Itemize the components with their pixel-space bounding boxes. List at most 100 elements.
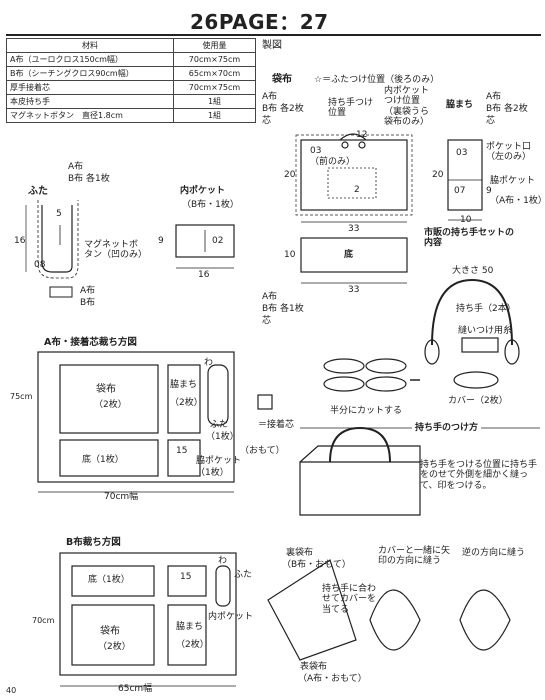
a-layout-wa: わ <box>204 358 214 368</box>
handle-set-size: 大きさ 50 <box>452 266 494 276</box>
b-layout-flap: ふた <box>234 570 253 580</box>
flap-magnet: マグネットボタン（凹のみ） <box>84 240 148 261</box>
handle-set-thread: 縫いつけ用糸 <box>458 326 513 336</box>
gusset-side-pocket: 脇ポケット <box>490 176 536 186</box>
flap-title: ふた <box>28 186 48 197</box>
a-layout-side-pocket-qty: （1枚） <box>196 468 229 478</box>
gusset-width: 10 <box>460 215 472 225</box>
a-layout-num15: 15 <box>176 446 188 456</box>
bag-body-front-only: （前のみ） <box>310 157 356 167</box>
header-rule <box>6 34 541 36</box>
a-fabric-layout <box>37 351 273 493</box>
bottom-width: 33 <box>348 285 360 295</box>
b-layout-bag: 袋布 <box>100 626 120 637</box>
b-layout-height: 70cm <box>32 616 55 625</box>
gusset-side-pocket-sub: （A布・1枚） <box>490 196 545 206</box>
gusset-b-fabric: B布 各2枚 <box>486 104 528 114</box>
bottom-shin: 芯 <box>262 316 272 326</box>
a-layout-gusset-qty: （2枚） <box>170 398 203 408</box>
sewing-instr1: 持ち手に合わせてカバーを当てる <box>322 584 377 615</box>
flap-b-fabric: B布 各1枚 <box>68 174 110 184</box>
sewing-instr3: 逆の方向に縫う <box>462 548 526 558</box>
bag-body-dim-height: 20 <box>284 170 296 180</box>
handle-set-title: 市販の持ち手セットの内容 <box>424 228 515 249</box>
b-layout-wa: わ <box>218 556 228 566</box>
handle-set-cut-half: 半分にカットする <box>330 406 403 416</box>
gusset-pocket-mouth: ポケット口（左のみ） <box>486 142 532 163</box>
a-layout-bag-qty: （2枚） <box>94 400 127 410</box>
table-row: A布（ユーロクロス150cm幅）70cm×75cm <box>6 52 256 67</box>
b-layout-bag-qty: （2枚） <box>98 642 131 652</box>
bottom-b-fabric: B布 各1枚 <box>262 304 304 314</box>
handle-set-illustration <box>323 278 520 392</box>
page-title: 26PAGE：27 <box>190 10 329 34</box>
material-name: マグネットボタン 直径1.8cm <box>6 108 174 123</box>
handle-set-handle: 持ち手（2本） <box>456 304 516 314</box>
bag-body-num2: 2 <box>354 185 360 195</box>
sewing-outer: 表袋布 <box>300 662 328 672</box>
gusset-a-fabric: A布 <box>486 92 502 102</box>
bottom-title: 底 <box>344 250 354 260</box>
inner-pocket-title: 内ポケット <box>180 186 226 196</box>
a-layout-flap: ふた <box>210 420 229 430</box>
bag-body-num12: 12 <box>356 130 368 140</box>
bag-body-pattern <box>295 133 413 223</box>
bag-body-dim-width: 33 <box>348 224 360 234</box>
sewing-illustrations <box>267 559 511 661</box>
gusset-pattern <box>447 139 483 221</box>
b-layout-inner-pocket: 内ポケット <box>208 612 254 622</box>
flap-pattern <box>25 200 79 298</box>
material-amount: 1組 <box>173 108 256 123</box>
bag-body-inner-pocket-pos: 内ポケットつけ位置（裏袋うら袋布のみ） <box>384 86 430 128</box>
bag-body-num03: 03 <box>310 146 322 156</box>
flap-a-label: A布 <box>80 286 96 296</box>
a-layout-gusset: 脇まち <box>170 380 198 390</box>
inner-pocket-mark: 02 <box>212 236 224 246</box>
bottom-height: 10 <box>284 250 296 260</box>
attach-title: 持ち手のつけ方 <box>412 423 482 434</box>
page-number: 40 <box>6 686 17 695</box>
gusset-num03: 03 <box>456 148 468 158</box>
sewing-lining-sub: （B布・おもて） <box>282 560 351 570</box>
b-layout-gusset-qty: （2枚） <box>176 640 209 650</box>
bottom-a-fabric: A布 <box>262 292 278 302</box>
gusset-shin: 芯 <box>486 116 496 126</box>
b-layout-title: B布裁ち方図 <box>66 537 121 548</box>
flap-b-label: B布 <box>80 298 96 308</box>
seizu-label: 製図 <box>262 40 282 51</box>
a-layout-width: 70cm幅 <box>104 492 139 502</box>
handle-set-cover: カバー（2枚） <box>448 396 508 406</box>
a-layout-shin-note: ＝接着芯 <box>258 420 295 430</box>
a-layout-adhesive-note: （おもて） <box>240 446 285 456</box>
page-header: 26PAGE：27 <box>0 4 545 36</box>
b-layout-bottom: 底（1枚） <box>88 575 130 585</box>
sewing-outer-sub: （A布・おもて） <box>298 674 367 684</box>
inner-pocket-dim-width: 16 <box>198 270 210 280</box>
b-fabric-layout <box>59 552 237 687</box>
bag-body-b-fabric: B布 各2枚 <box>262 104 304 114</box>
b-layout-gusset: 脇まち <box>176 622 204 632</box>
bag-body-shin: 芯 <box>262 116 272 126</box>
flap-dim-bottom: 08 <box>34 260 46 270</box>
sewing-lining: 裏袋布 <box>286 548 314 558</box>
a-layout-flap-qty: （1枚） <box>206 432 239 442</box>
a-layout-bag: 袋布 <box>96 384 116 395</box>
bag-body-title: 袋布 <box>272 74 292 85</box>
bag-body-a-fabric: A布 <box>262 92 278 102</box>
bottom-pattern <box>300 237 408 284</box>
sewing-instr2: カバーと一緒に矢印の方向に縫う <box>378 546 451 567</box>
b-layout-width: 65cm幅 <box>118 684 153 694</box>
flap-dim-top: 5 <box>56 209 62 219</box>
materials-table: 材料 使用量 A布（ユーロクロス150cm幅）70cm×75cm B布（シーチン… <box>6 38 256 123</box>
bag-body-handle-pos: 持ち手つけ位置 <box>328 98 374 119</box>
a-layout-side-pocket: 脇ポケット <box>196 456 242 466</box>
tote-bag-illustration <box>299 426 421 516</box>
a-layout-bottom: 底（1枚） <box>82 455 124 465</box>
flap-dim-side: 16 <box>14 236 26 246</box>
gusset-num07: 07 <box>454 186 466 196</box>
inner-pocket-sub: （B布・1枚） <box>182 200 239 210</box>
gusset-title: 脇まち <box>446 100 474 110</box>
